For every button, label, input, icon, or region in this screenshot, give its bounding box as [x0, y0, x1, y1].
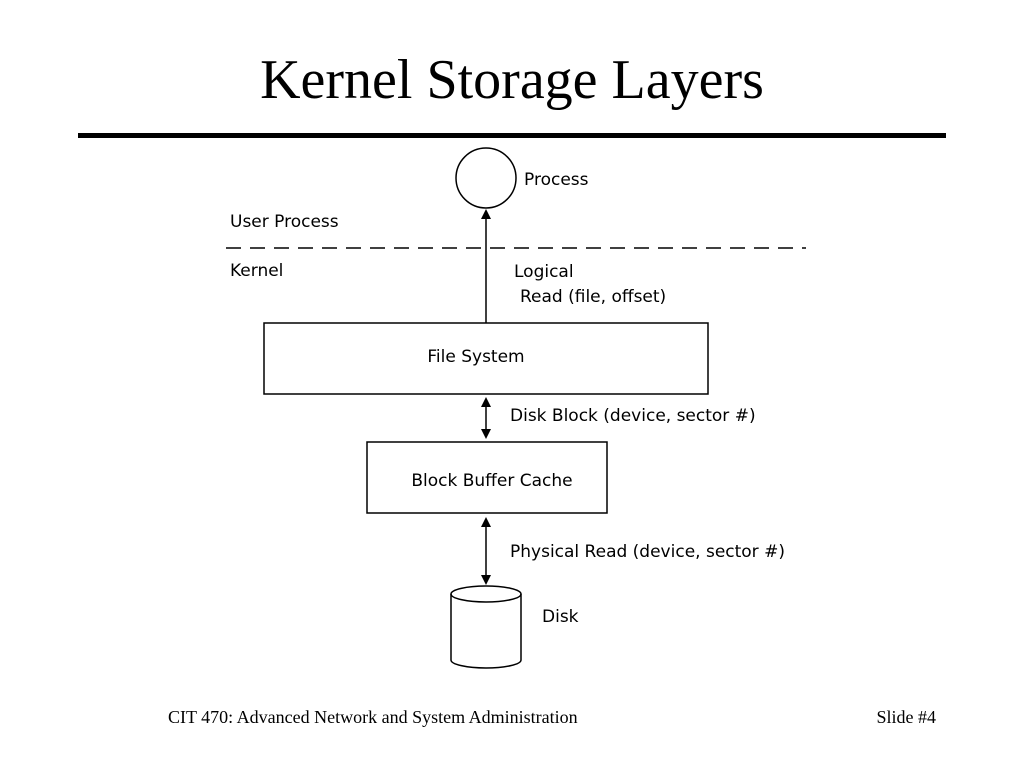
- logical-read-label: Read (file, offset): [520, 287, 666, 307]
- logical-label: Logical: [514, 262, 574, 282]
- process-node: [455, 147, 517, 209]
- title-divider: [78, 133, 946, 138]
- block-buffer-cache-label: Block Buffer Cache: [411, 471, 572, 491]
- user-process-label: User Process: [230, 212, 339, 232]
- footer-course: CIT 470: Advanced Network and System Adm…: [168, 707, 578, 727]
- kernel-label: Kernel: [230, 261, 283, 281]
- disk-label: Disk: [542, 607, 579, 627]
- file-system-label: File System: [427, 347, 524, 367]
- process-label: Process: [524, 170, 589, 190]
- slide-title: Kernel Storage Layers: [260, 49, 764, 111]
- file-system-box: [263, 322, 709, 395]
- disk-icon: [450, 585, 522, 669]
- physical-read-label: Physical Read (device, sector #): [510, 542, 785, 562]
- footer-slide-number: Slide #4: [876, 707, 936, 727]
- block-buffer-cache-box: [366, 441, 608, 514]
- disk-block-label: Disk Block (device, sector #): [510, 406, 756, 426]
